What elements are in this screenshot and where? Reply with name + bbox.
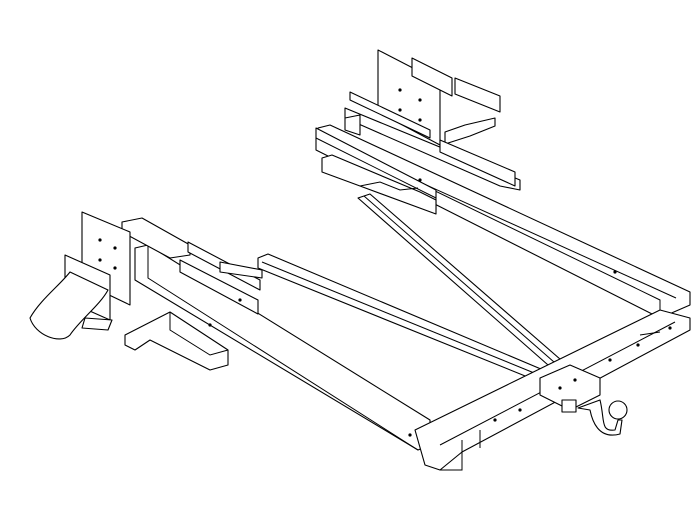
right-side-member: [315, 124, 691, 319]
tow-ball-hook: [561, 399, 628, 436]
curved-bumper-mount: [29, 254, 113, 340]
right-inner-bracket: [321, 154, 437, 215]
upper-mounting-plates: [344, 49, 521, 191]
tow-ball-icon: [608, 400, 628, 420]
bolt-holes: [98, 88, 672, 437]
left-side-member: [121, 217, 431, 451]
centre-plate: [539, 364, 601, 411]
